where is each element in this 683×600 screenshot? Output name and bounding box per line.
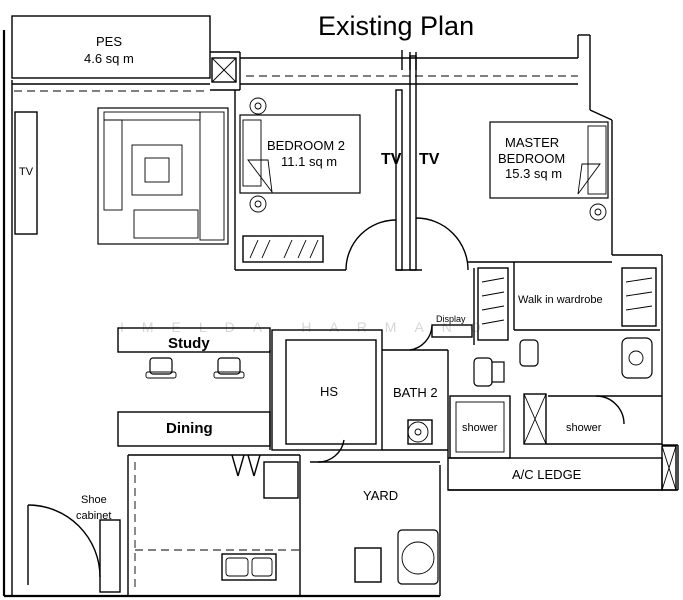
- shoe-label-line1: Shoe: [81, 494, 107, 506]
- kitchen: [127, 454, 300, 596]
- master-door[interactable]: [415, 217, 469, 271]
- master-label-line1: MASTER: [505, 135, 559, 150]
- master-bath: [519, 337, 662, 445]
- entrance-door[interactable]: [27, 504, 101, 578]
- household-shelter: [271, 329, 383, 451]
- pes-service-box: [211, 57, 237, 83]
- ac-ledge-label: A/C LEDGE: [512, 467, 582, 482]
- bedroom2-door[interactable]: [345, 219, 397, 271]
- shoe-label-line2: cabinet: [76, 510, 111, 522]
- shower-left-label: shower: [462, 422, 498, 434]
- pes-label: PES: [96, 34, 122, 49]
- display-label: Display: [436, 314, 466, 324]
- walk-in-wardrobe: [468, 261, 660, 345]
- pes-area: 4.6 sq m: [84, 51, 134, 66]
- dining-label: Dining: [166, 420, 213, 437]
- walk-in-label: Walk in wardrobe: [518, 294, 603, 306]
- study-counter: [117, 327, 271, 353]
- outer-walls: [2, 15, 679, 598]
- study-label: Study: [168, 335, 210, 352]
- bath2-label: BATH 2: [393, 385, 438, 400]
- master-bed: [489, 121, 609, 199]
- bedroom2-walls: [234, 50, 422, 271]
- master-tv-label: TV: [419, 151, 440, 168]
- bedroom2-area: 11.1 sq m: [281, 154, 337, 169]
- master-area: 15.3 sq m: [505, 166, 562, 181]
- living-tv-unit: [14, 111, 38, 235]
- bedroom2-bed: [239, 114, 361, 194]
- bedroom2-label: BEDROOM 2: [267, 138, 345, 153]
- yard-label: YARD: [363, 488, 398, 503]
- master-lamp-icon: [589, 203, 607, 221]
- display-shelf: [431, 324, 473, 338]
- bedroom2-wardrobe: [242, 235, 324, 263]
- master-label-line2: BEDROOM: [498, 151, 565, 166]
- hs-label: HS: [320, 384, 338, 399]
- watermark: IMELDA HARMANO: [120, 319, 499, 335]
- bath2: [382, 325, 505, 458]
- study-stools: [145, 357, 245, 379]
- living-tv-label: TV: [19, 166, 34, 178]
- shoe-cabinet: [99, 519, 121, 593]
- sofa-set: [97, 107, 229, 245]
- ac-ledge-box: [661, 445, 677, 491]
- bedroom2-lamp-icon: [249, 195, 267, 213]
- shower-right-label: shower: [566, 422, 602, 434]
- bedroom2-lamp-icon: [249, 97, 267, 115]
- yard: [299, 439, 440, 596]
- vent-shaft: [523, 393, 547, 445]
- bedroom2-tv-label: TV: [381, 151, 402, 168]
- plan-title: Existing Plan: [318, 11, 474, 41]
